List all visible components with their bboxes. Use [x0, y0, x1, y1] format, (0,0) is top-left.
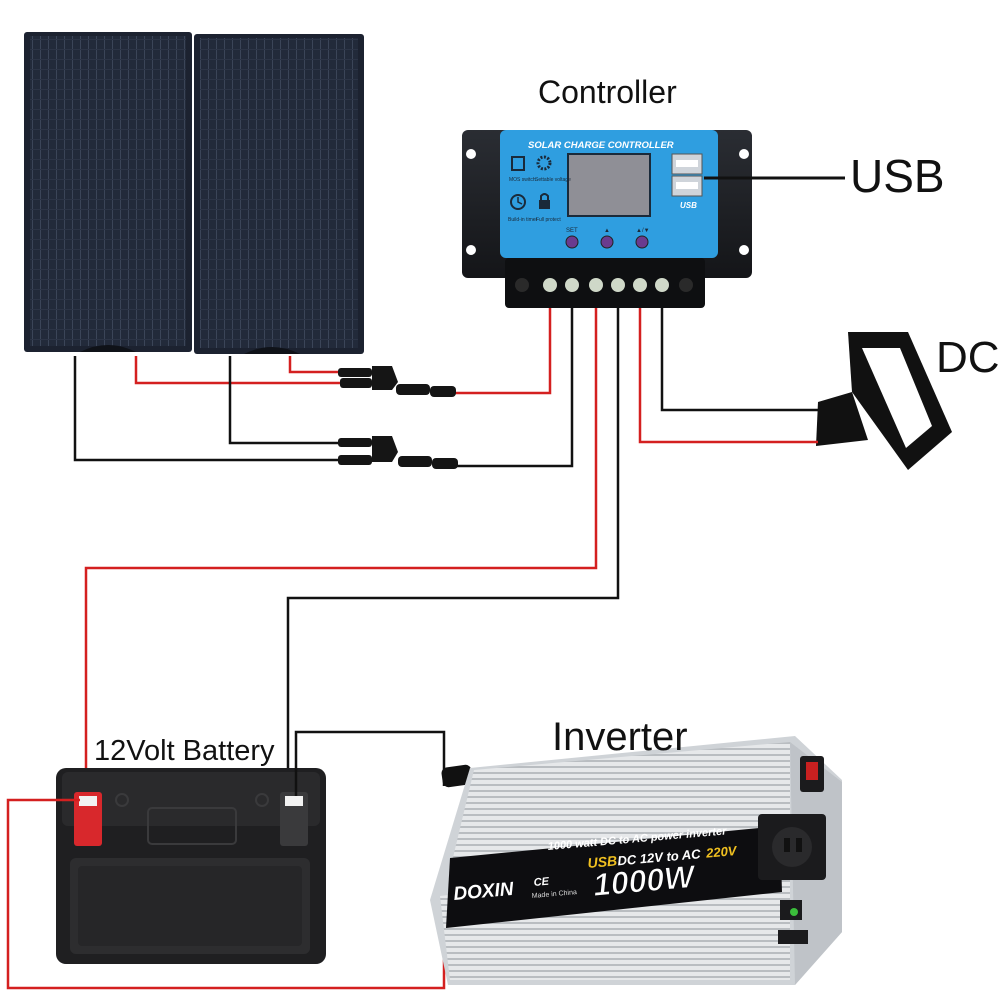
- solar-panel-left: [24, 32, 192, 352]
- button-label-set: SET: [566, 228, 578, 234]
- dc-label: DC: [936, 333, 1000, 382]
- panel-positive-wires: [134, 308, 552, 395]
- controller-label: Controller: [538, 74, 677, 110]
- inverter-ce: CE: [533, 876, 550, 889]
- charge-controller: SOLAR CHARGE CONTROLLER MOS switch Setta…: [462, 130, 752, 308]
- battery-label: 12Volt Battery: [94, 735, 275, 767]
- icon-label-1: MOS switch: [509, 177, 536, 183]
- dc-load-device: [816, 332, 952, 470]
- inverter-label: Inverter: [552, 715, 688, 759]
- usb-badge: USB: [680, 201, 697, 210]
- solar-panel-right: [194, 34, 364, 354]
- inverter: [430, 736, 842, 985]
- status-led: [790, 908, 798, 916]
- gear-icon: [536, 155, 552, 171]
- terminal-screw-1: [543, 278, 557, 292]
- updown-button: [635, 235, 649, 249]
- inverter-positive-wire: [6, 798, 446, 990]
- icon-label-2: Settable voltage: [535, 177, 571, 183]
- up-button: [600, 235, 614, 249]
- inverter-made-in: Made in China: [532, 889, 578, 900]
- set-button: [565, 235, 579, 249]
- button-label-updown: ▲/▼: [636, 228, 650, 234]
- icon-label-3: Build-in timer: [508, 217, 538, 223]
- clock-icon: [510, 194, 526, 210]
- usb-label: USB: [850, 150, 945, 202]
- terminal-screw-4: [611, 278, 625, 292]
- inverter-spec-ac: 220V: [705, 843, 739, 861]
- terminal-screw-3: [589, 278, 603, 292]
- lock-icon: [539, 200, 550, 209]
- terminal-screw-2: [565, 278, 579, 292]
- inverter-negative-wire: [294, 730, 446, 796]
- mc4-connector-positive: [338, 366, 456, 397]
- icon-label-4: Full protect: [536, 217, 561, 223]
- battery-negative-wire: [286, 308, 620, 796]
- controller-title: SOLAR CHARGE CONTROLLER: [528, 140, 674, 151]
- inverter-usb-text: USB: [587, 852, 618, 871]
- panel-negative-wires: [73, 308, 574, 468]
- dc-positive-wire: [638, 308, 818, 444]
- terminal-screw-5: [633, 278, 647, 292]
- mos-switch-icon: [511, 156, 525, 171]
- inverter-spec-dc: DC 12V to AC: [617, 846, 702, 868]
- dc-negative-wire: [660, 308, 820, 412]
- terminal-screw-6: [655, 278, 669, 292]
- battery: [56, 768, 326, 964]
- battery-positive-wire: [84, 308, 598, 796]
- terminal-block: [505, 258, 705, 308]
- lcd-screen: [567, 153, 651, 217]
- inverter-label-band: [446, 826, 782, 928]
- mc4-connector-negative: [338, 436, 458, 469]
- button-label-up: ▲: [604, 228, 610, 234]
